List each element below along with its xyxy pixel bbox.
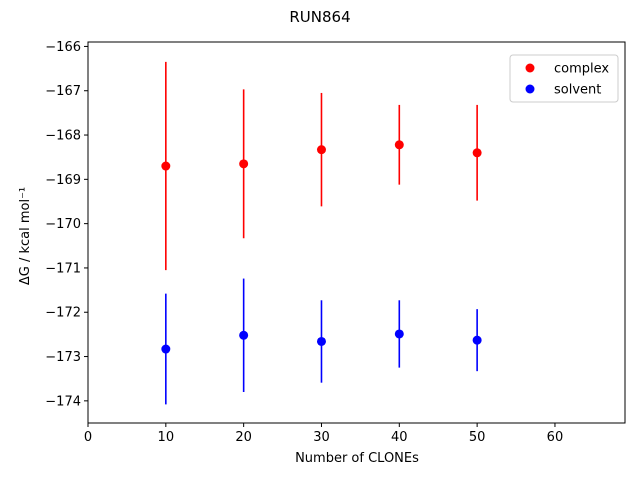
y-axis-label: ΔG / kcal mol⁻¹ (18, 187, 33, 285)
y-tick-label: −166 (45, 40, 81, 55)
legend: complex solvent (509, 54, 619, 103)
y-tick-label: −169 (45, 173, 81, 188)
solvent-point (161, 344, 171, 354)
plot-area (161, 61, 482, 405)
chart-title: RUN864 (289, 8, 350, 26)
solvent-point (316, 336, 326, 346)
solvent-point (394, 329, 404, 339)
x-axis-label: Number of CLONEs (295, 451, 419, 466)
y-tick-label: −173 (45, 350, 81, 365)
complex-point (316, 145, 326, 155)
y-tick-label: −172 (45, 306, 81, 321)
axes: 0 10 20 30 40 50 60 −174 −173 −172 −171 −170 −169 −16… (45, 40, 626, 445)
x-tick-label: 30 (313, 430, 330, 445)
y-tick-label: −171 (45, 261, 81, 276)
y-tick-label: −167 (45, 84, 81, 99)
legend-label-solvent: solvent (554, 83, 601, 98)
x-tick-label: 0 (84, 430, 92, 445)
legend-box (509, 54, 619, 103)
y-tick-label: −170 (45, 217, 81, 232)
axes-frame (87, 41, 626, 424)
x-tick-label: 60 (547, 430, 564, 445)
solvent-point (472, 335, 482, 345)
x-tick-label: 40 (391, 430, 408, 445)
complex-point (239, 159, 249, 169)
complex-point (472, 148, 482, 158)
y-tick-label: −168 (45, 129, 81, 144)
solvent-point (239, 330, 249, 340)
complex-point (394, 140, 404, 150)
x-tick-label: 50 (469, 430, 486, 445)
x-tick-label: 10 (158, 430, 175, 445)
x-tick-label: 20 (235, 430, 252, 445)
complex-point (161, 161, 171, 171)
legend-marker-complex (525, 63, 535, 73)
legend-label-complex: complex (554, 62, 609, 77)
y-tick-label: −174 (45, 394, 81, 409)
legend-marker-solvent (525, 84, 535, 94)
